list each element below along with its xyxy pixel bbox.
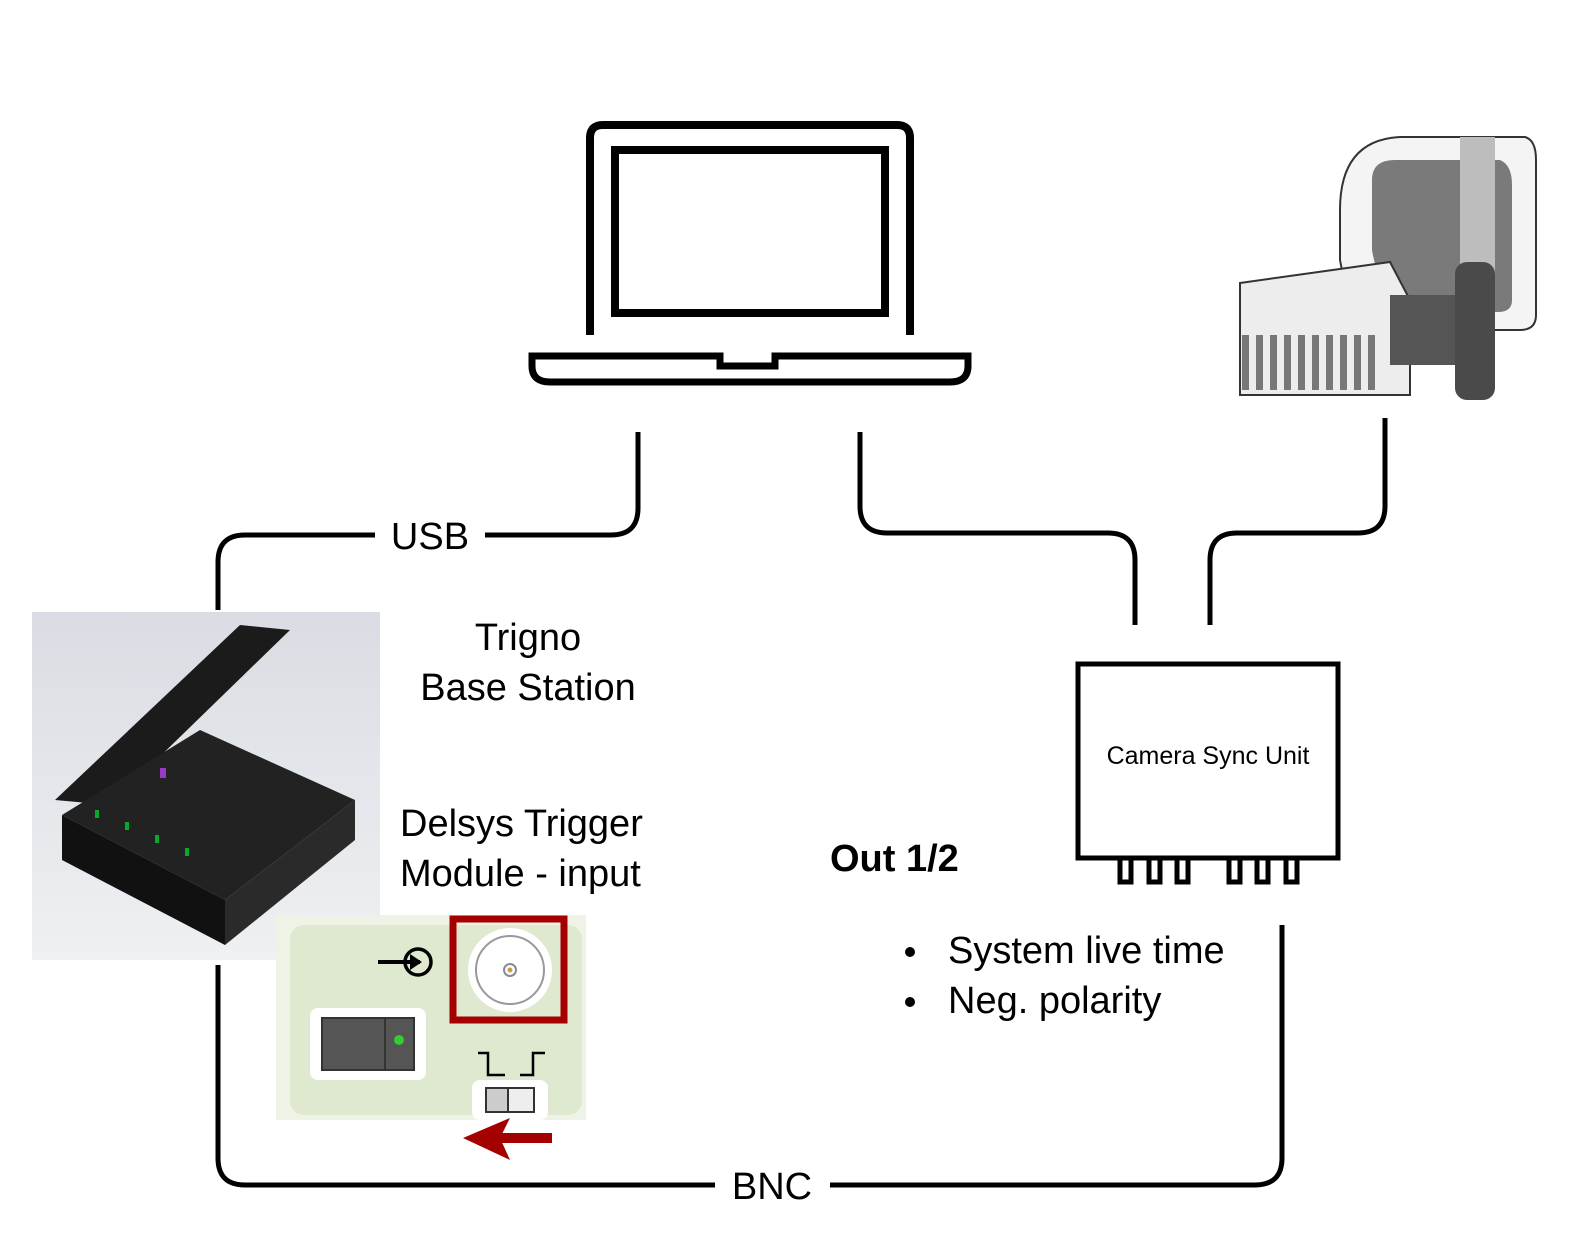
bnc-connector-icon — [468, 928, 552, 1012]
bnc-label: BNC — [732, 1166, 812, 1208]
trigger-module-image — [276, 915, 586, 1120]
output-setting-item: Neg. polarity — [948, 980, 1161, 1022]
polarity-icon — [478, 1051, 545, 1077]
usb-label: USB — [391, 516, 469, 558]
input-arrow-icon — [378, 947, 433, 977]
trigno-label-line1: Trigno — [475, 617, 581, 659]
camera-sync-cable — [1207, 418, 1388, 625]
output-settings-list: System live time Neg. polarity — [905, 930, 1225, 1022]
sync-unit-label: Camera Sync Unit — [1107, 742, 1310, 770]
trigno-base-station-image — [32, 612, 380, 960]
laptop-icon — [528, 121, 972, 386]
polarity-switch — [485, 1087, 535, 1113]
bnc-cable — [215, 925, 1285, 1188]
trigger-label-line2: Module - input — [400, 853, 641, 895]
output-setting-item: System live time — [948, 930, 1225, 972]
trigno-label-line2: Base Station — [420, 667, 635, 709]
camera-icon — [1239, 136, 1537, 400]
red-arrow-icon — [463, 1118, 552, 1160]
camera-sync-unit — [1075, 661, 1341, 885]
trigger-label-line1: Delsys Trigger — [400, 803, 643, 845]
highlight-box — [449, 915, 568, 1024]
laptop-sync-cable — [857, 432, 1138, 625]
output-label: Out 1/2 — [830, 838, 959, 880]
usb-cable — [215, 432, 641, 610]
